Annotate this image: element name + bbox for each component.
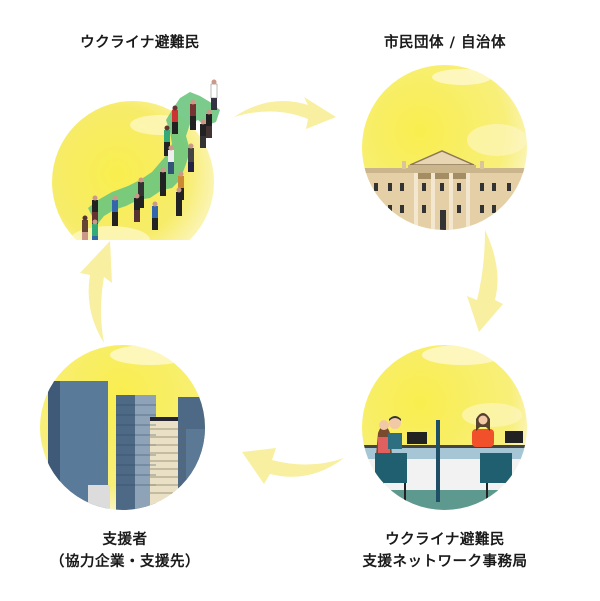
label-civic: 市民団体 / 自治体: [345, 32, 545, 54]
office-reception-illustration: [362, 345, 527, 510]
person-woman-right: [472, 413, 494, 447]
chair: [480, 453, 512, 483]
label-supporters: 支援者 （協力企業・支援先）: [25, 529, 225, 573]
node-refugees: [40, 40, 240, 263]
node-network: [362, 345, 527, 510]
label-line: 支援者: [102, 532, 148, 548]
curved-arrow-right-icon: [234, 97, 336, 129]
japan-map: [88, 92, 220, 226]
node-supporters: [40, 345, 205, 510]
label-network: ウクライナ避難民 支援ネットワーク事務局: [330, 529, 560, 573]
curved-arrow-down-icon: [467, 230, 503, 332]
label-refugees: ウクライナ避難民: [40, 32, 240, 54]
people-group: [82, 79, 218, 240]
node-civic: [362, 65, 527, 230]
monitor: [407, 432, 427, 444]
government-building-illustration: [362, 65, 527, 230]
japan-map-illustration: [52, 79, 220, 263]
curved-arrow-left-icon: [242, 448, 344, 484]
chair: [375, 453, 407, 483]
label-line: （協力企業・支援先）: [50, 554, 200, 570]
monitor: [505, 431, 523, 443]
label-line: ウクライナ避難民: [80, 35, 200, 51]
label-line: ウクライナ避難民: [385, 532, 505, 548]
skyscrapers: [48, 381, 205, 510]
person-man-left: [388, 416, 402, 449]
curved-arrow-up-icon: [80, 241, 112, 343]
label-line: 市民団体 / 自治体: [384, 35, 506, 51]
skyscrapers-illustration: [40, 345, 205, 510]
label-line: 支援ネットワーク事務局: [362, 554, 528, 570]
